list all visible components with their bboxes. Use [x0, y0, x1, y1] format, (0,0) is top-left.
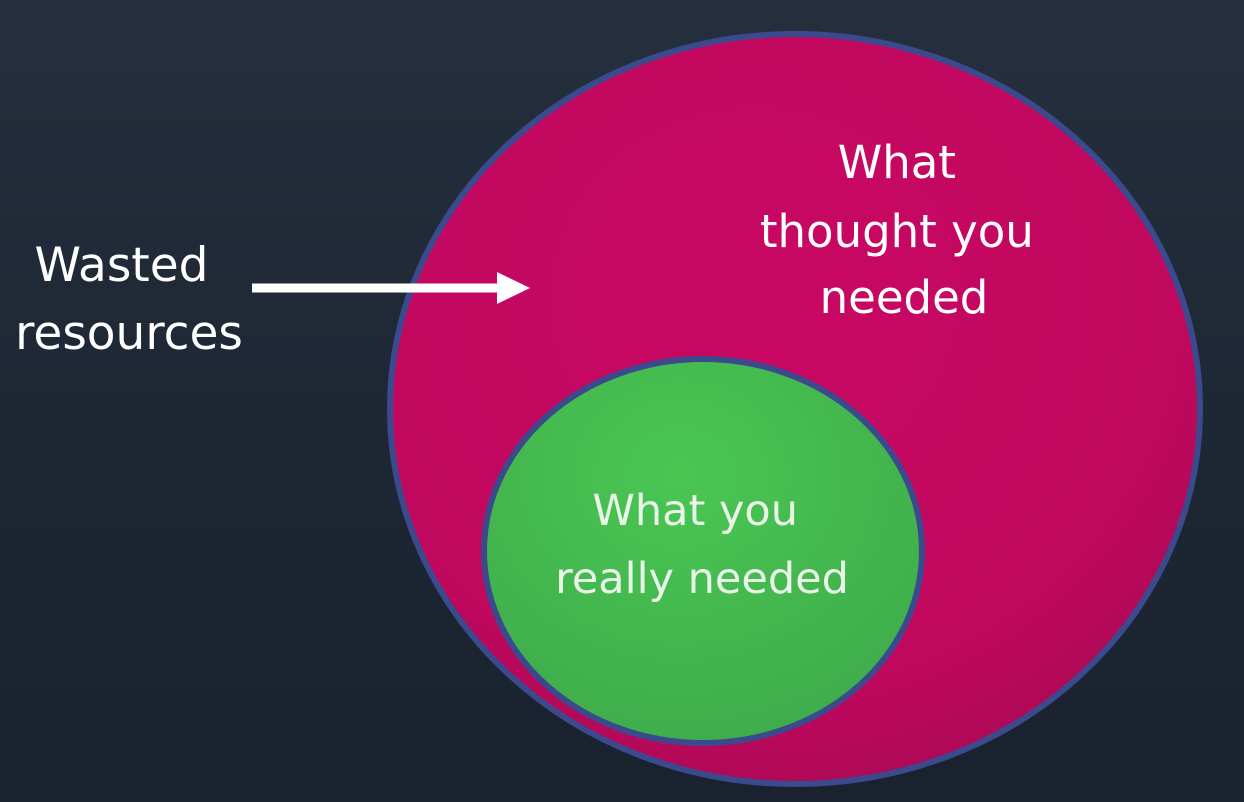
inner-circle-label: What you really needed [555, 486, 849, 604]
inner-label-line-2: really needed [555, 554, 849, 604]
wasted-label-line-2: resources [15, 306, 243, 361]
right-arrow-icon [252, 272, 530, 304]
outer-label-line-3: needed [820, 271, 989, 324]
wasted-label-line-1: Wasted [35, 238, 209, 293]
inner-label-line-1: What you [592, 486, 798, 536]
outer-label-line-2: thought you [760, 205, 1034, 258]
wasted-resources-label: Wasted resources [15, 238, 243, 361]
outer-label-line-1: What [838, 136, 956, 189]
inner-circle [481, 356, 925, 746]
outer-circle-label: What thought you needed [760, 136, 1048, 324]
